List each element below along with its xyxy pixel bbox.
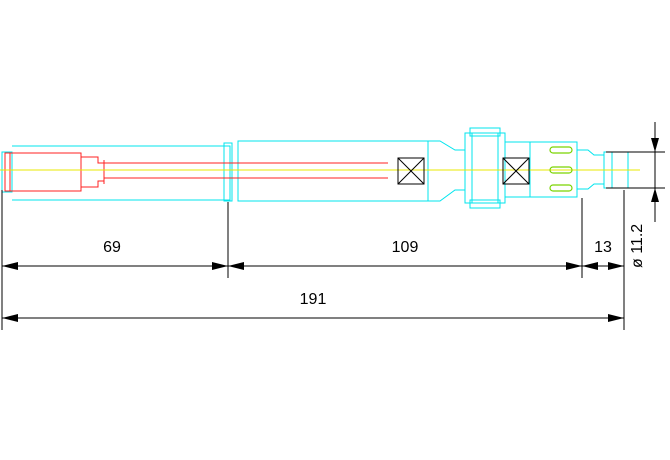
flat-mark-2 bbox=[502, 157, 530, 185]
front-step bbox=[223, 142, 233, 202]
dim-seg-1: 69 bbox=[103, 239, 121, 256]
dim-diameter: ø 11.2 bbox=[629, 224, 646, 268]
flat-mark-1 bbox=[397, 157, 425, 185]
middle-body bbox=[237, 140, 429, 202]
insulation-front bbox=[4, 152, 82, 192]
dimension-lines bbox=[1, 122, 665, 330]
part-outline bbox=[1, 127, 629, 209]
slot-top bbox=[549, 146, 573, 154]
slot-bottom bbox=[549, 184, 573, 192]
nut-flange-top bbox=[469, 127, 501, 137]
taper-bottom bbox=[428, 189, 465, 202]
insulation bbox=[4, 152, 388, 192]
arrowheads bbox=[2, 138, 659, 322]
nut-flange-bottom bbox=[469, 199, 501, 209]
left-tip bbox=[1, 151, 13, 193]
dim-overall: 191 bbox=[300, 291, 327, 308]
neck-top bbox=[577, 149, 604, 156]
dim-seg-3: 13 bbox=[594, 239, 612, 256]
wrench-flats bbox=[397, 157, 530, 185]
front-section bbox=[12, 145, 231, 201]
dim-seg-2: 109 bbox=[392, 239, 419, 256]
neck-bottom bbox=[577, 183, 604, 190]
contact-slots bbox=[549, 146, 573, 192]
slot-middle bbox=[549, 166, 573, 174]
hex-nut bbox=[464, 132, 506, 204]
taper-top bbox=[428, 140, 465, 151]
